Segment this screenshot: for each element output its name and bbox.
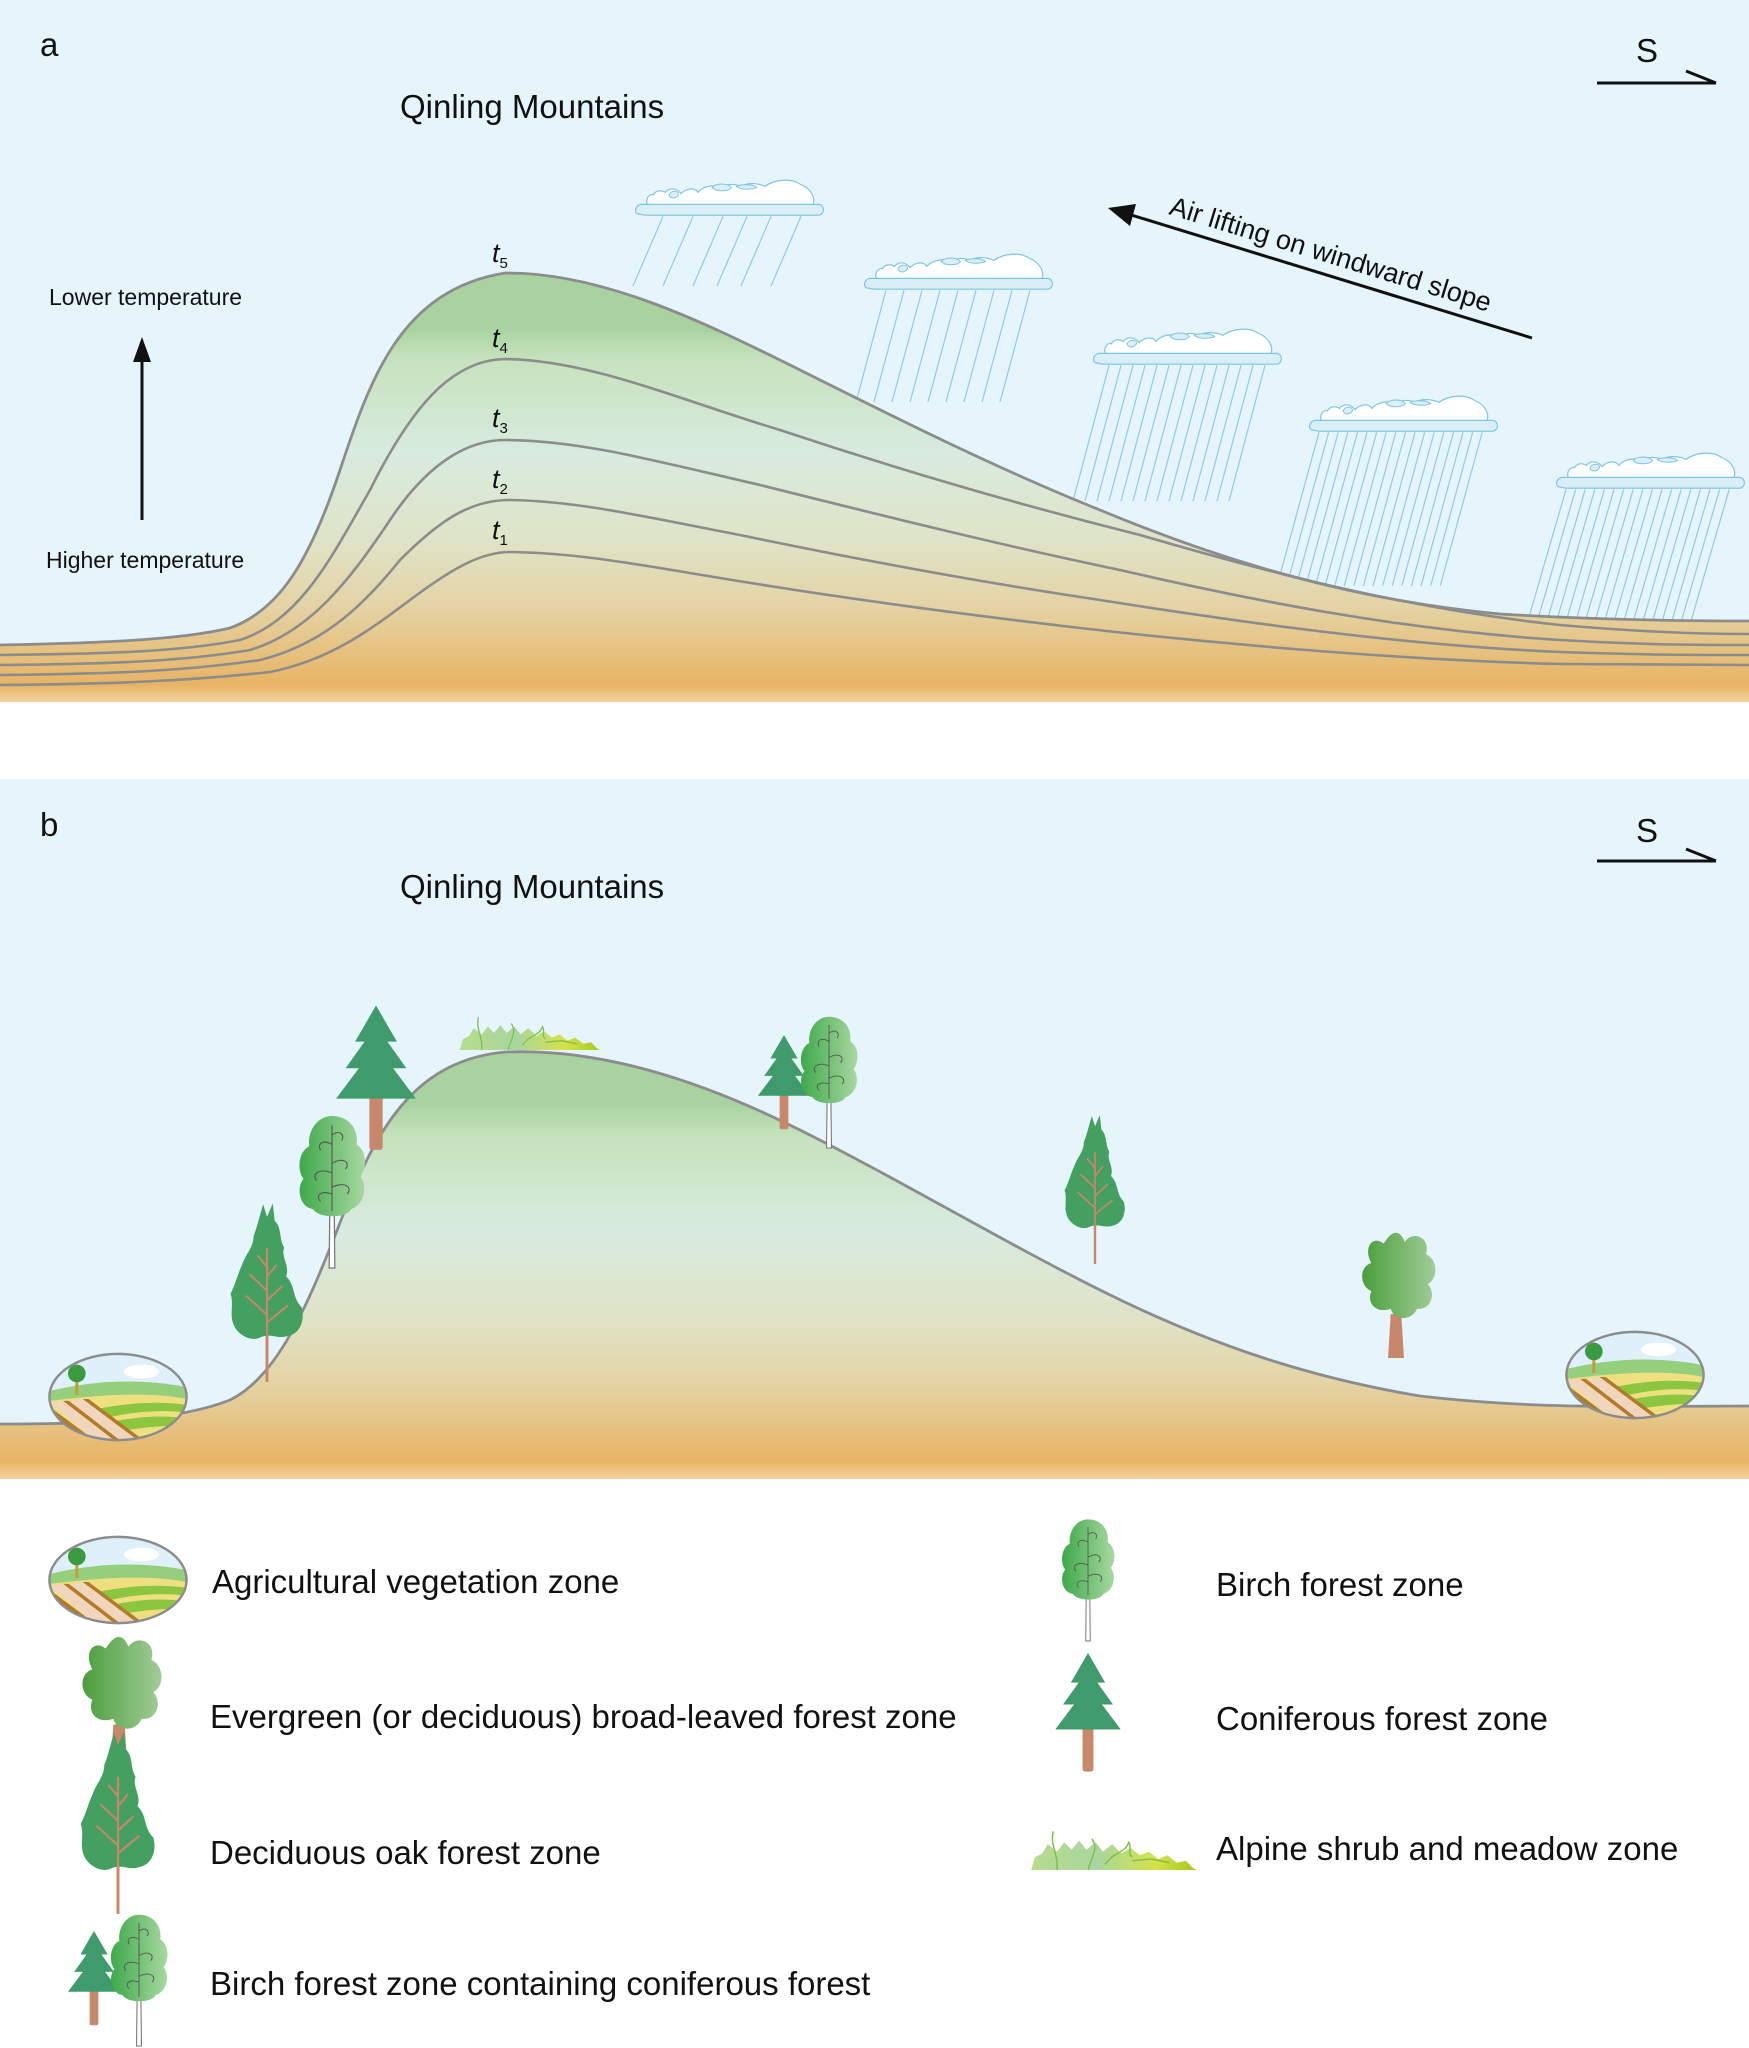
isotherm-labels: t5 t4 t3 t2 t1 <box>492 238 508 549</box>
mountain-a <box>0 272 1749 702</box>
legend-label: Evergreen (or deciduous) broad-leaved fo… <box>210 1698 957 1735</box>
compass-letter: S <box>1636 812 1658 849</box>
panel-a-title: Qinling Mountains <box>400 88 664 125</box>
conifer-tree-icon <box>1055 1653 1121 1772</box>
panel-b-title: Qinling Mountains <box>400 868 664 905</box>
agricultural-field-icon <box>49 1354 186 1440</box>
arrow-left-icon <box>1108 204 1533 340</box>
compass-letter: S <box>1636 32 1658 69</box>
legend-item: Evergreen (or deciduous) broad-leaved fo… <box>82 1636 957 1772</box>
isotherm-t2 <box>0 498 1749 677</box>
rain-cloud-icon <box>632 179 824 287</box>
legend-label: Alpine shrub and meadow zone <box>1216 1830 1678 1867</box>
panel-b-label: b <box>40 806 58 843</box>
lower-temperature-label: Lower temperature <box>49 284 242 310</box>
birch-tree-icon <box>110 1914 169 2047</box>
legend-label: Birch forest zone containing coniferous … <box>210 1965 870 2002</box>
legend-label: Coniferous forest zone <box>1216 1700 1548 1737</box>
rain-cloud-icon <box>1072 328 1282 502</box>
legend-item: Birch forest zone containing coniferous … <box>67 1914 870 2047</box>
legend-item: Birch forest zone <box>1061 1518 1464 1642</box>
rain-cloud-icon <box>1276 395 1498 587</box>
agricultural-field-icon <box>1566 1332 1703 1418</box>
compass-a: S <box>1597 32 1717 85</box>
isotherm-t1 <box>0 550 1749 687</box>
legend-label: Birch forest zone <box>1216 1566 1464 1603</box>
isotherm-t3 <box>0 438 1749 667</box>
legend-item: Coniferous forest zone <box>1055 1653 1548 1772</box>
panel-a-label: a <box>40 26 59 63</box>
alpine-shrub-icon <box>1030 1830 1198 1871</box>
agricultural-field-icon <box>49 1537 186 1623</box>
legend: Agricultural vegetation zone Evergreen (… <box>49 1518 1678 2047</box>
rain-cloud-icon <box>855 253 1053 403</box>
legend-item: Alpine shrub and meadow zone <box>1030 1830 1678 1871</box>
legend-item: Agricultural vegetation zone <box>49 1537 619 1623</box>
isotherm-t4 <box>0 357 1749 657</box>
birch-tree-icon <box>1061 1518 1115 1642</box>
temperature-axis: Lower temperature Higher temperature <box>46 284 244 573</box>
legend-label: Deciduous oak forest zone <box>210 1834 601 1871</box>
legend-item: Deciduous oak forest zone <box>79 1730 601 1916</box>
panel-b: b Qinling Mountains S <box>0 779 1749 1479</box>
rain-clouds <box>632 179 1745 656</box>
panel-a: a Qinling Mountains S Lower temperature … <box>0 0 1749 702</box>
higher-temperature-label: Higher temperature <box>46 547 244 573</box>
south-arrow-icon <box>1597 847 1717 863</box>
south-arrow-icon <box>1597 69 1717 85</box>
isotherm-label-t5: t5 <box>492 238 508 272</box>
isotherm-label-t4: t4 <box>492 323 508 357</box>
legend-label: Agricultural vegetation zone <box>212 1563 619 1600</box>
arrow-up-icon <box>133 337 151 520</box>
mountain-b <box>0 1051 1749 1479</box>
oak-tree-icon <box>79 1730 156 1916</box>
isotherm-label-t1: t1 <box>492 515 508 549</box>
compass-b: S <box>1597 812 1717 863</box>
isotherm-label-t2: t2 <box>492 464 508 498</box>
isotherm-label-t3: t3 <box>492 403 508 437</box>
mountain-b-outline <box>0 1050 1749 1426</box>
birch-conifer-icon <box>67 1914 169 2047</box>
